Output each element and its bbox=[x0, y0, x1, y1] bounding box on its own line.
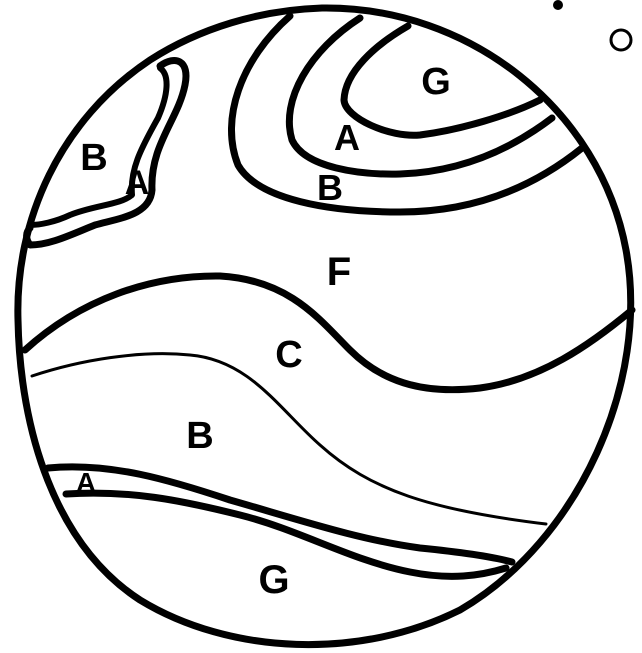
region-label-b-top: B bbox=[317, 167, 343, 208]
region-label-b-band: B bbox=[186, 415, 213, 457]
small-filled-dot bbox=[553, 0, 563, 10]
small-open-circle-icon bbox=[611, 30, 631, 50]
region-label-g-top: G bbox=[421, 61, 451, 103]
region-label-f: F bbox=[327, 250, 351, 294]
region-label-a-left: A bbox=[125, 164, 150, 202]
region-label-a-top: A bbox=[334, 117, 360, 158]
region-label-b-left: B bbox=[80, 137, 107, 179]
contour-thin-wave bbox=[32, 354, 546, 524]
region-label-g-bottom: G bbox=[258, 558, 289, 602]
contour-top-outer bbox=[231, 16, 582, 212]
region-label-c: C bbox=[275, 334, 302, 376]
region-label-a-band: A bbox=[76, 467, 96, 498]
contour-lower-band-top bbox=[48, 467, 512, 562]
